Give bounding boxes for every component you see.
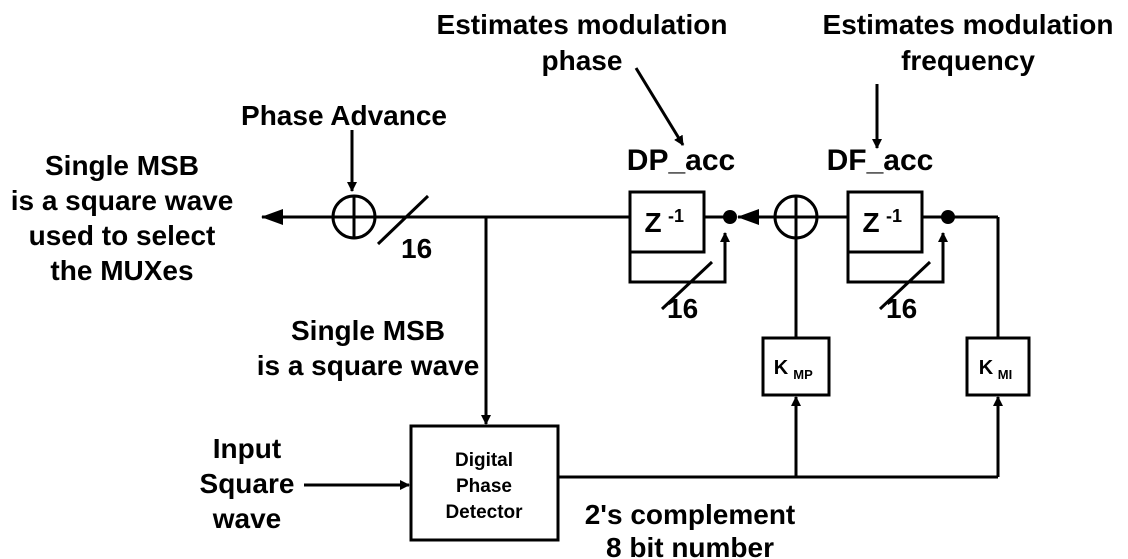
svg-text:Detector: Detector: [445, 502, 523, 523]
error-note-line1: 2's complement: [585, 499, 796, 530]
feedback-note-line2: is a square wave: [257, 350, 480, 381]
svg-text:Phase: Phase: [456, 476, 512, 497]
phase-note-arrow: [634, 67, 685, 146]
output-note-line2: is a square wave: [11, 185, 234, 216]
dp-junction-dot: [723, 210, 737, 224]
frequency-summer: [773, 194, 819, 240]
freq-estimate-note-line1: Estimates modulation: [823, 9, 1114, 40]
input-label-line3: wave: [212, 503, 282, 534]
output-note-line4: the MUXes: [50, 255, 193, 286]
output-note-line3: used to select: [29, 220, 216, 251]
input-label-line2: Square: [200, 468, 295, 499]
df-delay-block: Z -1: [846, 190, 924, 254]
error-note-line2: 8 bit number: [606, 532, 774, 559]
df-acc-label: DF_acc: [827, 144, 934, 177]
svg-text:K: K: [774, 357, 789, 379]
dp-delay-block: Z -1: [628, 190, 706, 254]
svg-text:Z: Z: [862, 207, 879, 238]
svg-text:-1: -1: [668, 206, 684, 226]
input-label-line1: Input: [213, 433, 281, 464]
df-feedback-wire: [846, 228, 948, 284]
phase-advance-label: Phase Advance: [241, 100, 447, 131]
svg-text:Digital: Digital: [455, 450, 513, 471]
svg-text:MI: MI: [998, 367, 1012, 382]
kmp-gain-block: K MP: [761, 336, 831, 397]
bus-width-df: 16: [886, 293, 917, 324]
svg-text:MP: MP: [793, 367, 813, 382]
phase-advance-summer: [331, 194, 377, 240]
svg-text:K: K: [979, 357, 994, 379]
dp-acc-label: DP_acc: [627, 144, 735, 177]
dp-feedback-wire: [628, 228, 730, 284]
svg-text:Z: Z: [644, 207, 661, 238]
bus-width-main: 16: [401, 233, 432, 264]
bus-width-slash-main: [376, 194, 430, 246]
phase-estimate-note-line2: phase: [542, 45, 623, 76]
svg-text:-1: -1: [886, 206, 902, 226]
phase-estimate-note-line1: Estimates modulation: [437, 9, 728, 40]
freq-estimate-note-line2: frequency: [901, 45, 1035, 76]
bus-width-dp: 16: [667, 293, 698, 324]
df-junction-dot: [941, 210, 955, 224]
kmi-gain-block: K MI: [965, 336, 1031, 397]
digital-phase-detector-block: Digital Phase Detector: [409, 424, 560, 542]
feedback-note-line1: Single MSB: [291, 315, 445, 346]
bus-width-slash-dp: [660, 260, 714, 311]
bus-width-slash-df: [878, 260, 932, 311]
output-note-line1: Single MSB: [45, 150, 199, 181]
